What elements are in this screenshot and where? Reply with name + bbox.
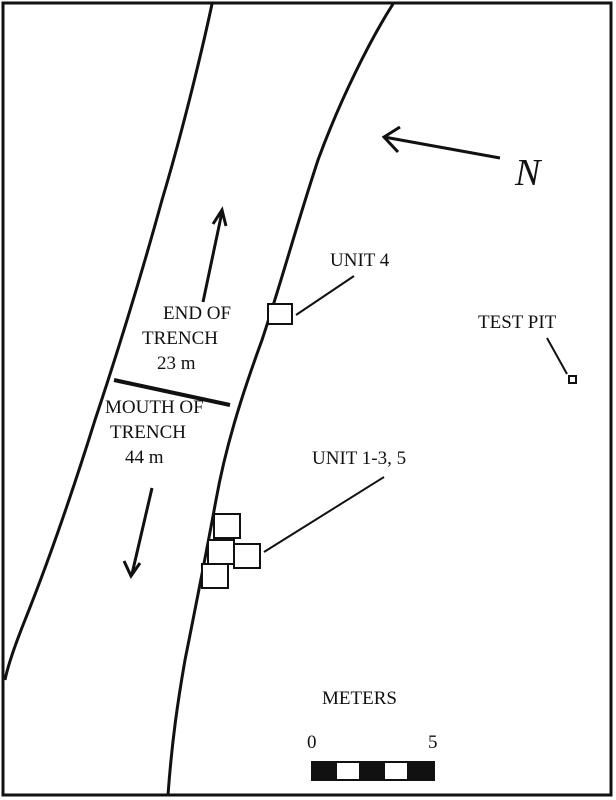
- test-pit-leader-line: [546, 337, 568, 375]
- north-label: N: [514, 152, 543, 194]
- unit-square-east: [233, 543, 261, 569]
- scale-min-label: 0: [307, 732, 317, 753]
- trench-divider-line: [113, 378, 231, 407]
- unit-square-top: [213, 513, 241, 539]
- unit4-leader-line: [295, 275, 355, 316]
- unit-square-middle: [207, 539, 235, 565]
- mouth-arrow-head: [122, 560, 142, 580]
- scale-bar: [311, 761, 435, 781]
- unit4-square: [267, 303, 293, 325]
- end-of-trench-label-line2: TRENCH: [142, 328, 218, 349]
- end-arrow-shaft: [201, 211, 224, 303]
- test-pit-label: TEST PIT: [478, 312, 557, 333]
- trench-right-bank: [166, 3, 395, 796]
- north-arrow-shaft: [383, 135, 501, 160]
- mouth-of-trench-label: MOUTH OF: [105, 397, 204, 418]
- unit-1-3-5-leader-line: [263, 476, 385, 553]
- scale-seg-1: [311, 761, 337, 781]
- mouth-distance-label: 44 m: [125, 447, 164, 468]
- mouth-arrow-shaft: [130, 487, 154, 575]
- north-arrow-head: [381, 125, 401, 154]
- unit4-label: UNIT 4: [330, 250, 390, 271]
- end-arrow-head: [211, 206, 228, 227]
- trench-left-bank: [3, 3, 214, 681]
- end-distance-label: 23 m: [157, 353, 196, 374]
- test-pit-marker: [568, 375, 577, 384]
- unit-square-bottom: [201, 563, 229, 589]
- unit-1-3-5-label: UNIT 1-3, 5: [312, 448, 406, 469]
- scale-seg-5: [407, 761, 435, 781]
- scale-seg-3: [359, 761, 385, 781]
- scale-title: METERS: [322, 688, 397, 709]
- scale-max-label: 5: [428, 732, 438, 753]
- end-of-trench-label: END OF: [163, 303, 231, 324]
- mouth-of-trench-label-line2: TRENCH: [110, 422, 186, 443]
- units-1-3-5-squares: [201, 513, 261, 589]
